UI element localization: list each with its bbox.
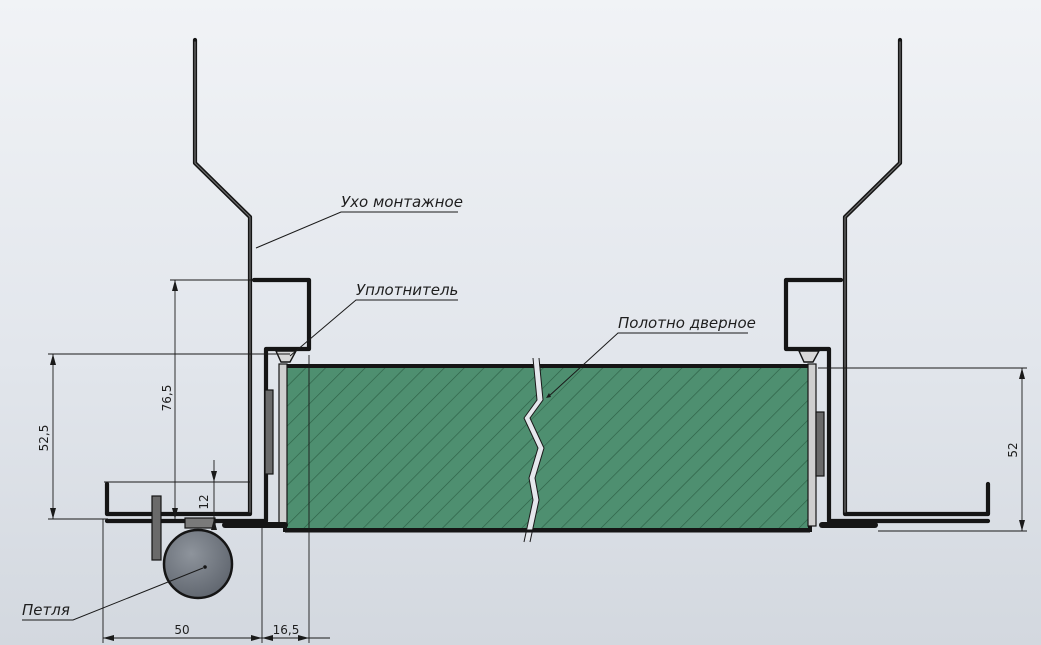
dim-gap: 12	[197, 494, 211, 509]
leader-seal	[289, 299, 458, 357]
leader-hinge	[22, 567, 204, 621]
dim-right-height: 52	[1006, 442, 1020, 457]
break-line-left	[523, 357, 539, 543]
hinge-plate-vertical	[264, 389, 274, 475]
frame-left-outer	[104, 37, 253, 517]
dim-bottom-offset: 16,5	[273, 623, 300, 637]
seal-right	[797, 350, 821, 527]
frame-right	[783, 37, 991, 528]
label-seal: Уплотнитель	[356, 281, 458, 299]
label-hinge: Петля	[22, 601, 70, 619]
break-line-mask	[524, 362, 544, 540]
dim-bottom-width: 50	[174, 623, 189, 637]
frame-left-inner	[104, 277, 312, 524]
dimensions: 52,5 76,5 12 52 50 16,5	[37, 279, 1027, 643]
hinge-pin	[151, 495, 162, 561]
hinge-center	[203, 565, 207, 569]
frame-left-highlight	[194, 41, 251, 513]
seal-left	[274, 350, 298, 527]
leader-door-leaf-tick	[546, 393, 551, 398]
break-line-right	[529, 357, 545, 543]
hinge-knuckle	[162, 528, 234, 600]
frame-left	[104, 37, 810, 561]
frame-right-highlight	[844, 41, 901, 513]
callouts: Ухо монтажное Уплотнитель Полотно дверно…	[22, 193, 756, 621]
leader-door-leaf	[547, 332, 748, 398]
frame-right-inner	[783, 277, 991, 524]
door-leaf	[283, 357, 812, 543]
lock-plate-right	[815, 411, 825, 477]
dim-left-height: 52,5	[37, 425, 51, 452]
label-door-leaf: Полотно дверное	[618, 314, 756, 332]
dim-inner-height: 76,5	[160, 385, 174, 412]
label-mounting-ear: Ухо монтажное	[341, 193, 463, 211]
door-leaf-hatch	[287, 368, 808, 528]
hinge-plate-horizontal	[184, 517, 216, 529]
leader-mounting-ear	[255, 211, 458, 249]
frame-right-outer	[842, 37, 991, 517]
